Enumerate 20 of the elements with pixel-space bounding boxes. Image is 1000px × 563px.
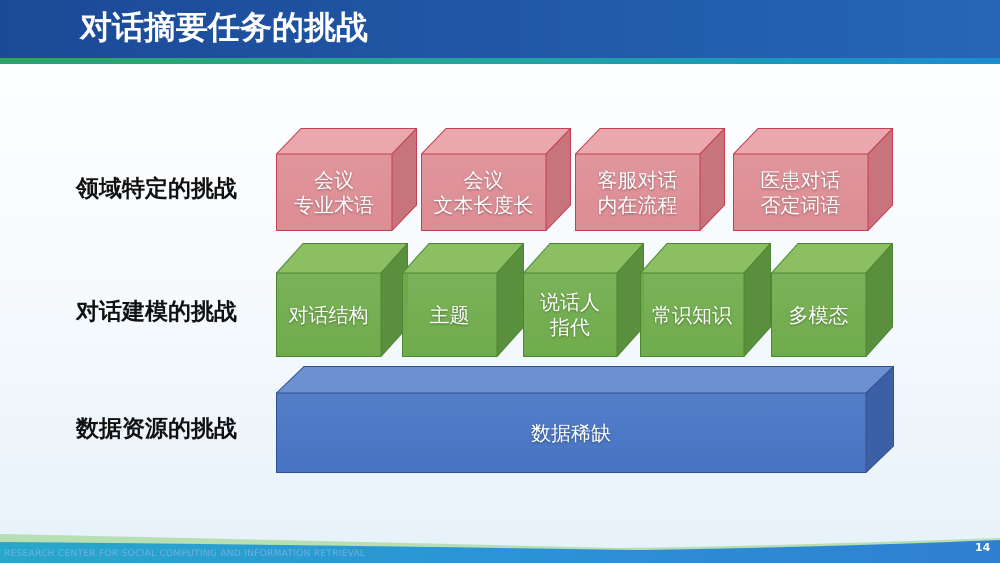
cube-label: 多模态 (788, 302, 848, 328)
cube-label: 内在流程 (598, 192, 678, 218)
footer-text: RESEARCH CENTER FOR SOCIAL COMPUTING AND INFORMATION RETRIEVAL (4, 549, 366, 560)
cube-label: 专业术语 (294, 192, 374, 218)
cube-label: 数据稀缺 (531, 420, 611, 446)
cube-label: 主题 (430, 302, 470, 328)
row-heading: 数据资源的挑战 (76, 415, 237, 444)
row-heading: 对话建模的挑战 (76, 298, 237, 327)
row-heading: 领域特定的挑战 (76, 175, 237, 204)
cube-label: 会议 (314, 168, 354, 192)
cube-label: 否定词语 (760, 192, 840, 218)
cube-label: 医患对话 (760, 168, 840, 192)
page-number: 14 (975, 541, 990, 554)
cube-label: 常识知识 (652, 302, 732, 328)
cube-label: 对话结构 (288, 302, 368, 328)
cube-label: 说话人指代 (540, 290, 600, 340)
cube-label: 客服对话 (598, 168, 678, 192)
cube-label: 文本长度长 (434, 192, 534, 218)
cube-label: 会议 (464, 168, 504, 192)
slide-title: 对话摘要任务的挑战 (80, 7, 368, 48)
